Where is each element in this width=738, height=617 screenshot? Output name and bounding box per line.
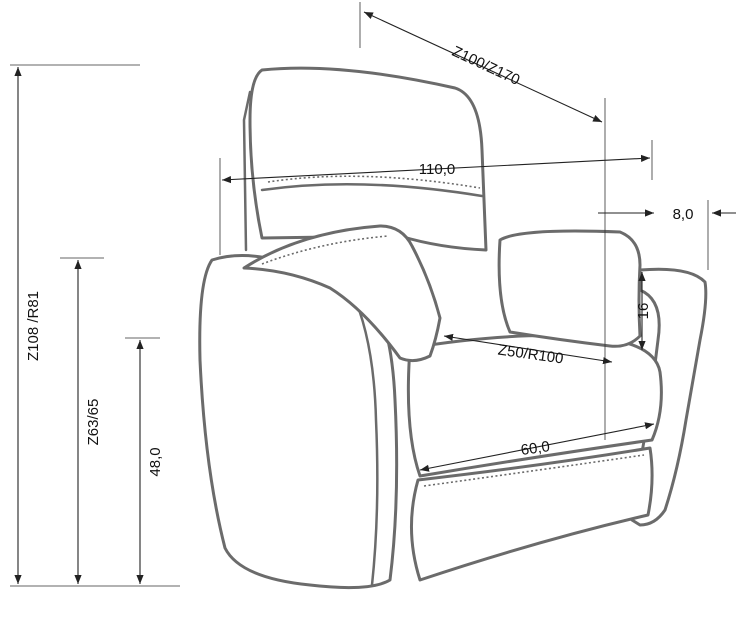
width-dimension-line [221,154,651,184]
armrest-height-label: Z63/65 [85,399,102,446]
pillow-stitch [261,235,389,265]
back-seam [260,182,484,198]
pad-label: 16 [635,303,652,320]
seat-width-dimension-line [419,422,655,472]
back-cushion [248,66,488,252]
armchair-drawing [198,66,708,590]
seat-depth-dimension-line [443,333,613,365]
seat-width-label: 60,0 [520,438,551,459]
width-label: 110,0 [419,161,455,178]
armrest-inner-curve [350,290,379,587]
throw-pillow [242,224,442,363]
offset-label: 8,0 [673,206,694,223]
depth-dimension-line [363,11,603,123]
seat-height-label: 48,0 [147,447,164,476]
back-side [242,90,252,252]
total-height-label: Z108 /R81 [25,291,42,361]
side-pillow [497,229,642,348]
depth-label: Z100/Z170 [449,43,522,89]
